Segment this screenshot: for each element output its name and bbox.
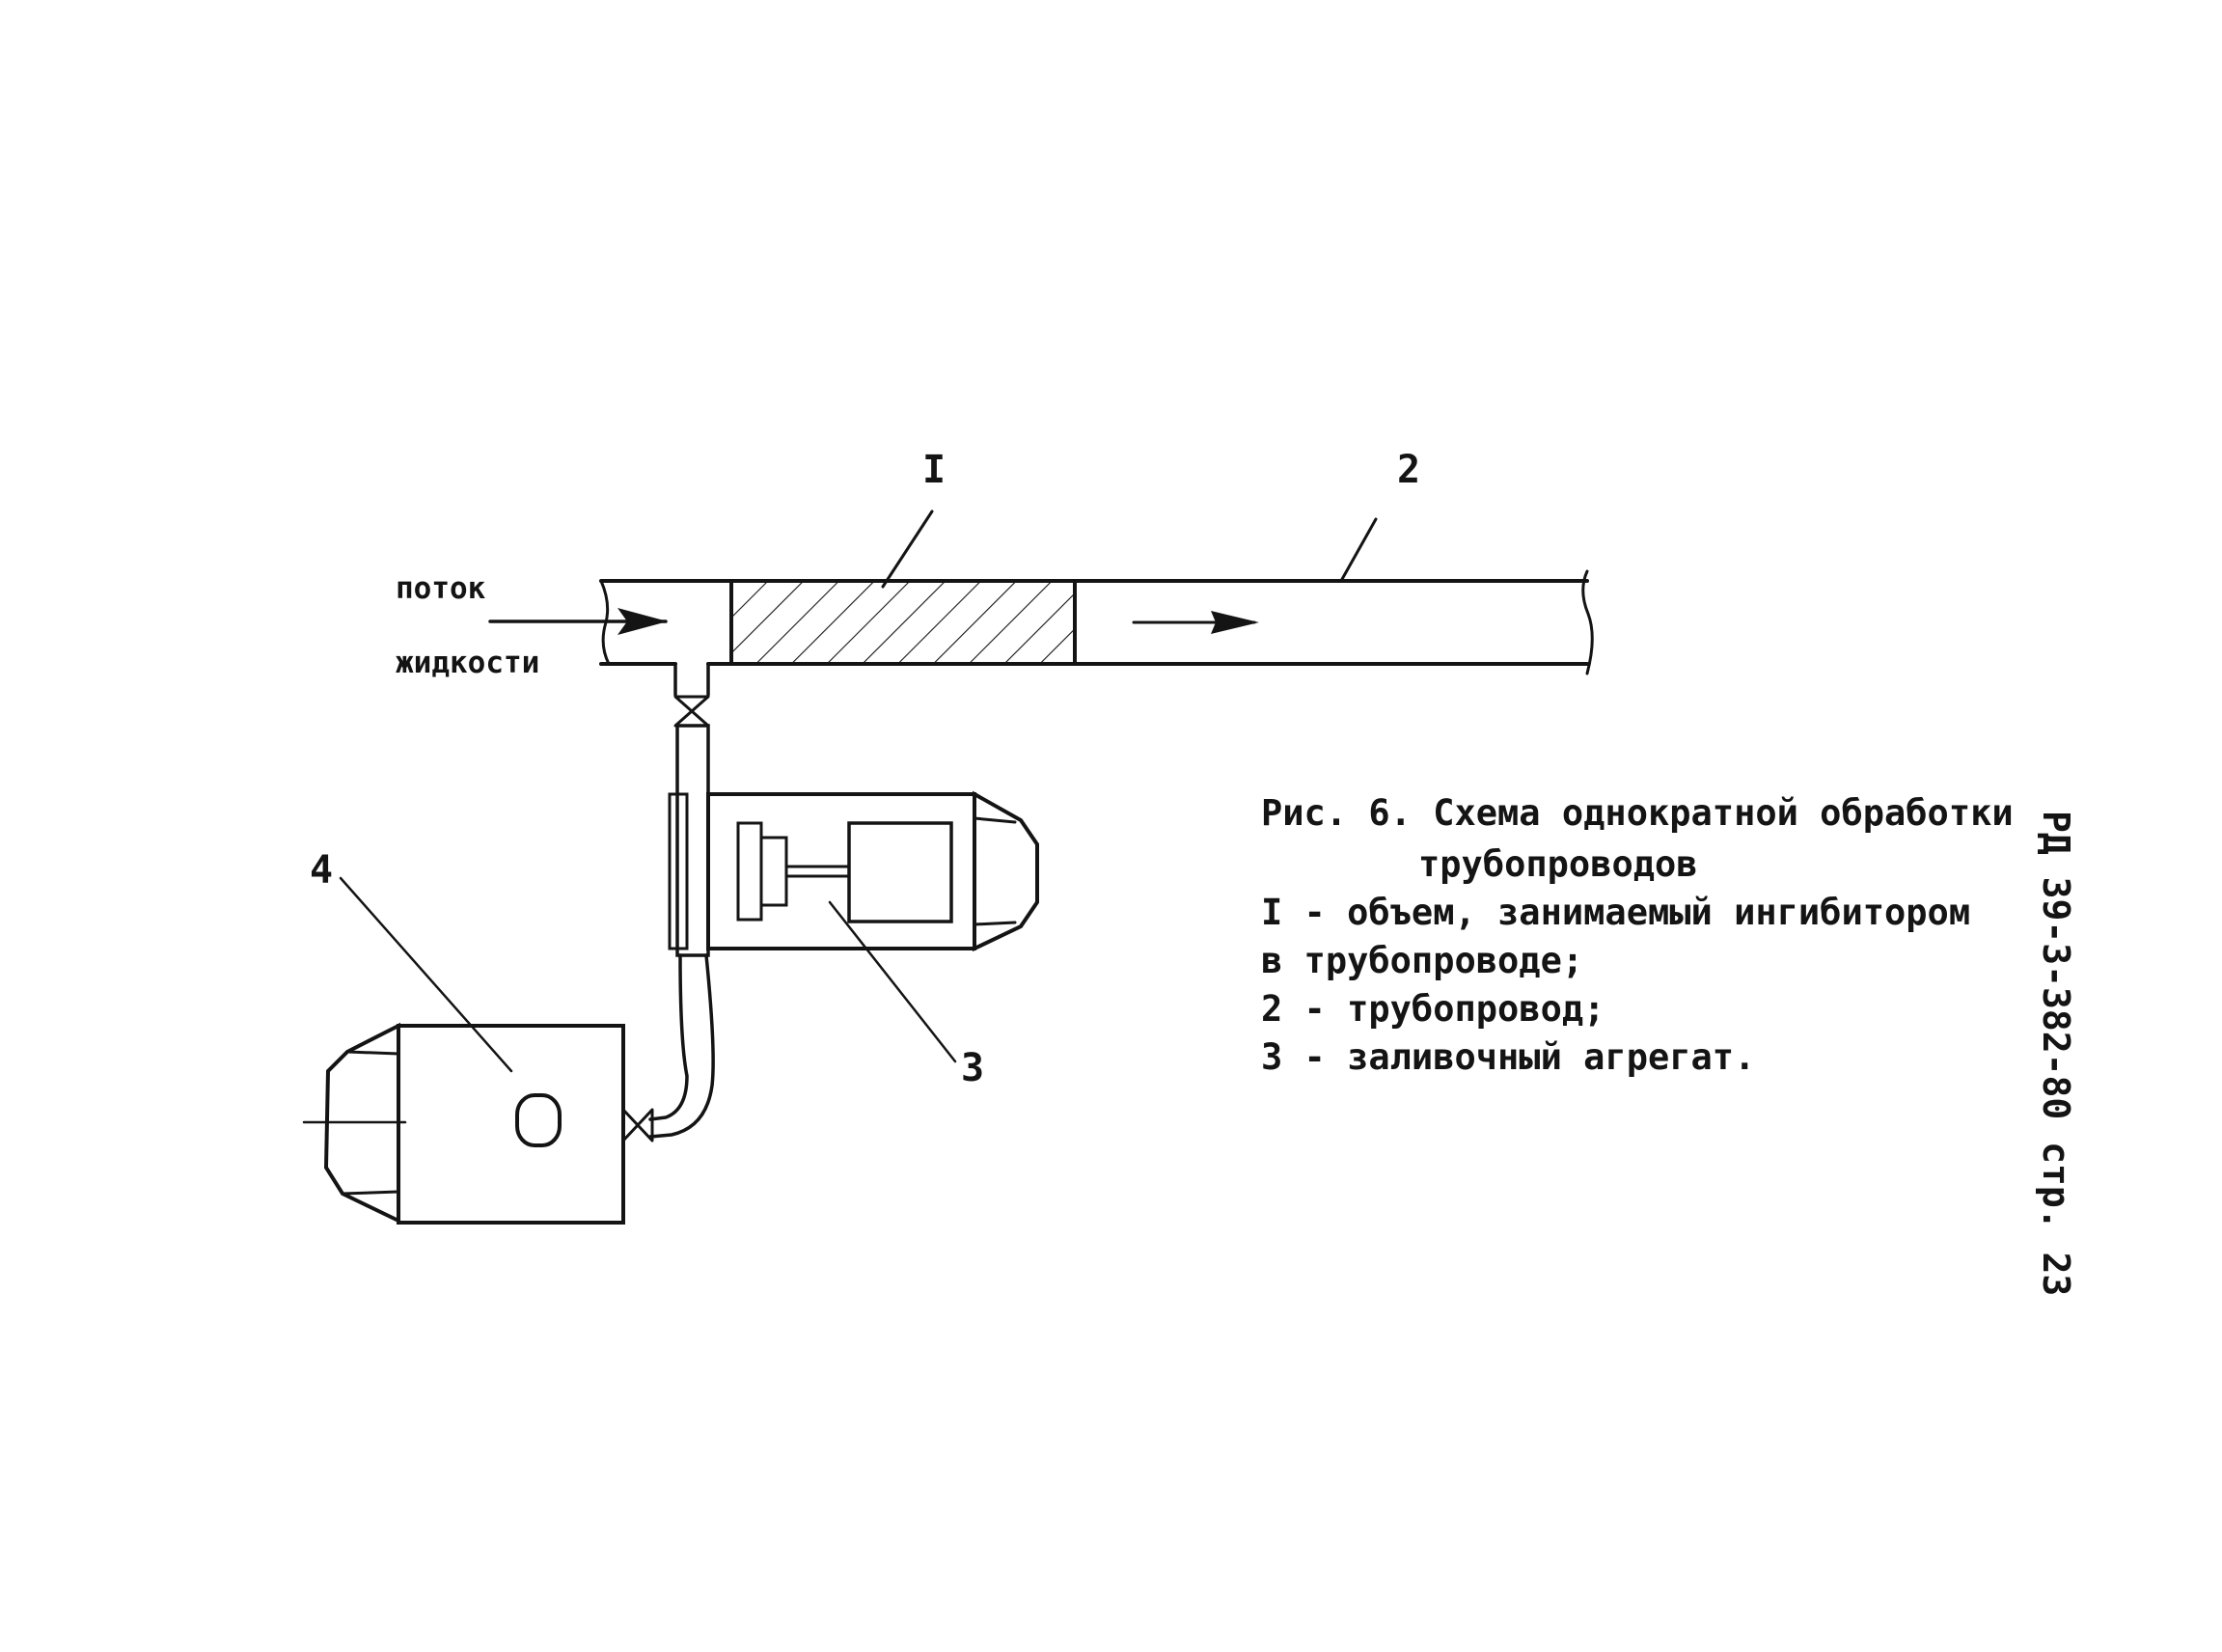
hose bbox=[648, 724, 715, 1139]
caption-legend-item: I - объем, занимаемый ингибитором bbox=[1261, 892, 1970, 933]
tee-connection bbox=[673, 662, 710, 697]
caption-title-line1: Рис. 6. Схема однократной обработки bbox=[1261, 792, 2014, 834]
page-stamp: РД 39-3-382-80 стр. 23 bbox=[2035, 811, 2077, 1296]
pumping-unit bbox=[668, 790, 1039, 952]
label-4: 4 bbox=[310, 848, 333, 893]
flow-direction-arrow bbox=[1132, 611, 1259, 634]
caption-legend-item: в трубопроводе; bbox=[1261, 940, 1583, 981]
caption-legend-item: 3 - заливочный агрегат. bbox=[1261, 1036, 1755, 1078]
label-3: 3 bbox=[961, 1046, 984, 1090]
caption-title-line2: трубопроводов bbox=[1418, 843, 1698, 885]
inlet-arrow bbox=[488, 608, 668, 635]
inhibitor-volume bbox=[729, 579, 1077, 666]
caption-legend-item: 2 - трубопровод; bbox=[1261, 988, 1605, 1030]
figure-caption: Рис. 6. Схема однократной обработки труб… bbox=[1261, 792, 2014, 1078]
flow-label-line1: поток bbox=[396, 571, 486, 606]
upper-valve-icon bbox=[673, 695, 710, 728]
lower-valve-icon bbox=[621, 1108, 654, 1143]
flow-label-line2: жидкости bbox=[396, 646, 539, 680]
lower-unit bbox=[302, 1022, 625, 1225]
label-2: 2 bbox=[1397, 448, 1420, 492]
leader-lines bbox=[339, 509, 1378, 1073]
label-1: I bbox=[922, 448, 946, 492]
